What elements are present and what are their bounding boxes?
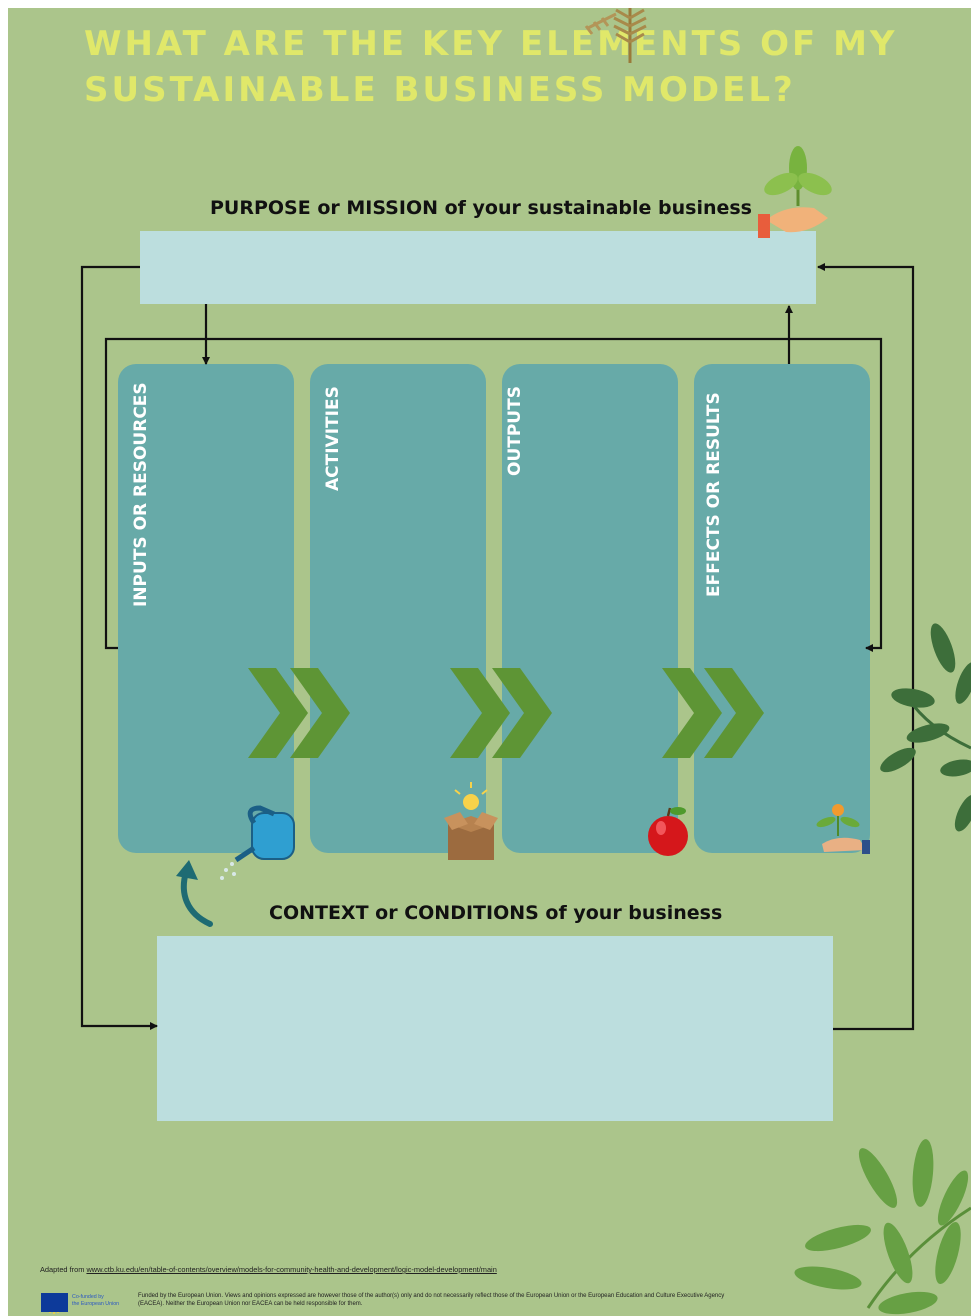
title-line-2: SUSTAINABLE BUSINESS MODEL? (84, 70, 796, 110)
branch-leaves-icon (880, 623, 971, 832)
chevron-arrow-1 (248, 668, 350, 758)
bottom-leaves-icon (794, 1139, 971, 1315)
purpose-input-box[interactable] (140, 231, 816, 304)
source-attribution: Adapted from www.ctb.ku.edu/en/table-of-… (40, 1265, 497, 1274)
eu-badge-line-2: the European Union (72, 1300, 120, 1307)
context-heading: CONTEXT or CONDITIONS of your business (269, 902, 723, 924)
effects-column[interactable]: EFFECTS OR RESULTS (694, 364, 870, 853)
poster: WHAT ARE THE KEY ELEMENTS OF MY SUSTAINA… (8, 8, 971, 1316)
eu-flag-icon (41, 1293, 68, 1312)
chevron-arrow-3 (662, 668, 764, 758)
source-prefix: Adapted from (40, 1265, 87, 1274)
funding-disclaimer: Funded by the European Union. Views and … (138, 1293, 725, 1307)
outputs-column[interactable]: OUTPUTS (502, 364, 678, 853)
diagram-connectors (45, 146, 971, 1315)
eu-badge-line-1: Co-funded by (72, 1294, 104, 1300)
eu-badge-text: Co-funded by the European Union (72, 1294, 130, 1307)
top-leaves-icon (584, 8, 647, 63)
source-link[interactable]: www.ctb.ku.edu/en/table-of-contents/over… (86, 1265, 497, 1274)
small-plant-icon (816, 804, 870, 854)
right-loop-connector (817, 263, 915, 1031)
chevron-arrow-2 (450, 668, 552, 758)
inner-loop-connector (104, 337, 883, 652)
context-input-box[interactable] (157, 936, 833, 1121)
title-line-1: WHAT ARE THE KEY ELEMENTS OF MY (84, 24, 898, 64)
left-loop-connector (80, 265, 158, 1030)
purpose-heading: PURPOSE or MISSION of your sustainable b… (210, 197, 752, 219)
apple-icon (648, 807, 688, 856)
idea-box-icon (444, 782, 498, 860)
plant-in-hand-icon (758, 146, 832, 238)
curved-arrow-head (176, 860, 198, 880)
watering-can-icon (220, 805, 295, 880)
curved-arrow-icon (180, 869, 213, 927)
inputs-column[interactable]: INPUTS OR RESOURCES (118, 364, 294, 853)
activities-column[interactable]: ACTIVITIES (310, 364, 486, 853)
